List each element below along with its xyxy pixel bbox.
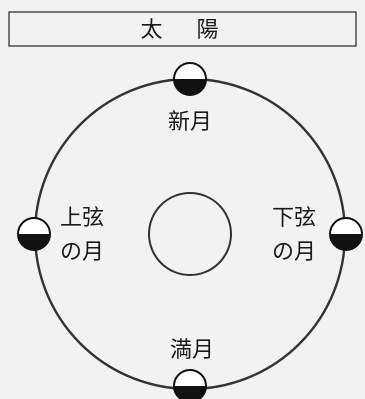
label-first-quarter-line2: の月 [60,240,104,265]
sun-box [8,11,357,47]
moon-last-quarter [329,217,363,251]
moon-first-quarter [17,217,51,251]
sun-label: 太 陽 [140,18,224,43]
label-last-quarter-line2: の月 [272,240,316,265]
label-new-moon: 新月 [168,110,212,135]
moon-full [173,369,207,399]
earth [148,192,232,276]
label-last-quarter-line1: 下弦 [272,206,316,231]
label-full-moon: 満月 [170,338,214,363]
label-first-quarter-line1: 上弦 [60,206,104,231]
moon-new [173,62,207,96]
